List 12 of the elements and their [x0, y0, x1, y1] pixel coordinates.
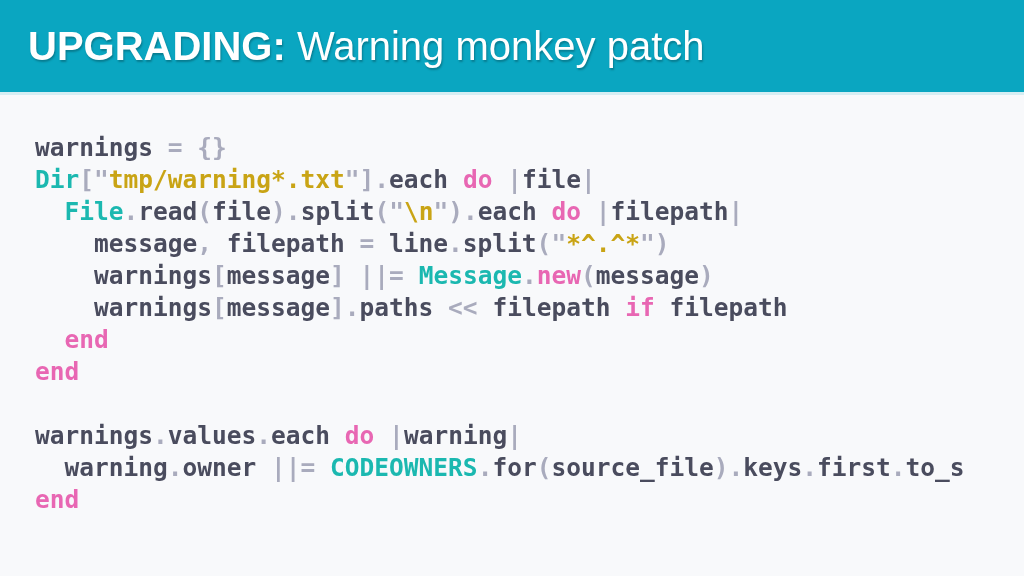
- code-line: File.read(file).split("\n").each do |filepath|: [63, 197, 744, 227]
- code-line: warnings = {}: [35, 133, 227, 163]
- code-line: end: [35, 485, 80, 515]
- code-line: warnings[message].paths << filepath if filepath: [93, 293, 788, 323]
- code-line: Dir["tmp/warning*.txt"].each do |file|: [35, 165, 596, 195]
- code-line: warnings[message] ||= Message.new(message): [93, 261, 714, 291]
- code-line: message, filepath = line.split("*^.^*"): [93, 229, 670, 259]
- slide-title: UPGRADING: Warning monkey patch: [28, 24, 705, 69]
- code-line: end: [63, 325, 109, 355]
- code-line: warnings.values.each do |warning|: [35, 421, 522, 451]
- code-line: warning.owner ||= CODEOWNERS.for(source_file).keys.first.to_s: [63, 453, 965, 483]
- code-line: end: [35, 357, 80, 387]
